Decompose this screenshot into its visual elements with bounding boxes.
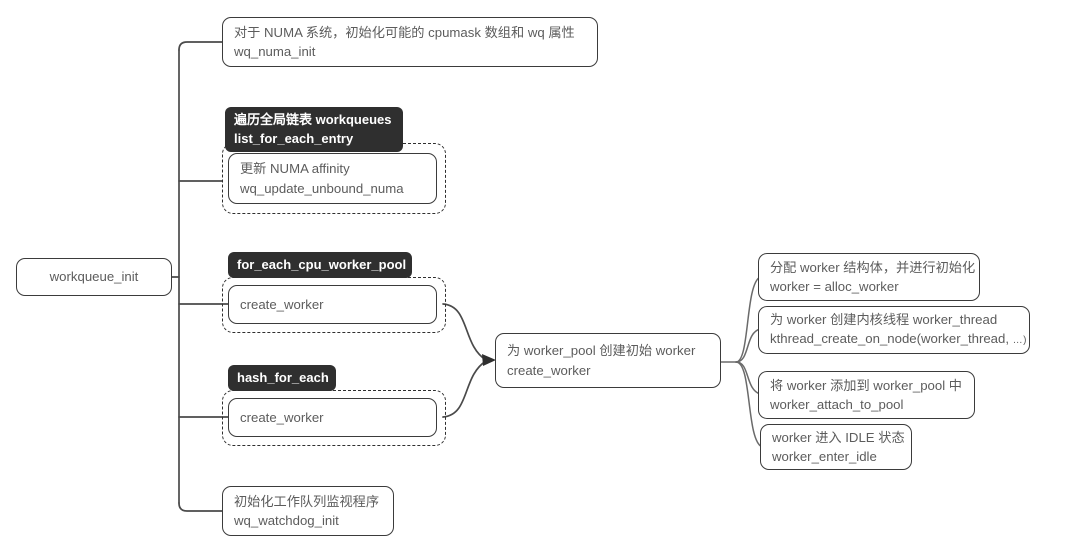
node-wq-numa-init[interactable]: 对于 NUMA 系统，初始化可能的 cpumask 数组和 wq 属性 wq_n… <box>222 17 598 67</box>
label-hash-for-each-line1: hash_for_each <box>237 370 329 385</box>
label-list-for-each-entry[interactable]: 遍历全局链表 workqueues list_for_each_entry <box>225 107 403 152</box>
node-step-kthread-create-ellipsis: …) <box>1012 335 1028 346</box>
arrowhead-center <box>482 354 496 366</box>
node-wq-update-unbound-numa-line1: 更新 NUMA affinity <box>240 161 350 176</box>
node-create-worker-center[interactable]: 为 worker_pool 创建初始 worker create_worker <box>495 333 721 388</box>
label-for-each-cpu-worker-pool-line1: for_each_cpu_worker_pool <box>237 257 407 272</box>
label-hash-for-each[interactable]: hash_for_each <box>228 365 336 391</box>
group-hash-for-each <box>222 390 446 446</box>
link-trunk-to-numa <box>178 41 223 51</box>
node-step-alloc-worker-line2: worker = alloc_worker <box>770 279 899 294</box>
link-trunk-to-watchdog <box>178 502 223 512</box>
node-wq-numa-init-line2: wq_numa_init <box>234 44 316 59</box>
link-center-to-step-2 <box>735 328 761 363</box>
node-workqueue-init-label: workqueue_init <box>49 269 139 285</box>
link-center-to-step-3 <box>735 361 761 395</box>
node-step-kthread-create[interactable]: 为 worker 创建内核线程 worker_thread kthread_cr… <box>758 306 1030 354</box>
node-wq-numa-init-line1: 对于 NUMA 系统，初始化可能的 cpumask 数组和 wq 属性 <box>234 24 575 40</box>
node-create-worker-cpu-pool[interactable]: create_worker <box>228 285 437 324</box>
node-step-enter-idle-line1: worker 进入 IDLE 状态 <box>772 429 905 445</box>
node-wq-watchdog-init-line1: 初始化工作队列监视程序 <box>234 493 380 509</box>
node-step-attach-to-pool[interactable]: 将 worker 添加到 worker_pool 中 worker_attach… <box>758 371 975 419</box>
node-step-alloc-worker-line1: 分配 worker 结构体，并进行初始化 <box>770 259 976 275</box>
node-step-attach-to-pool-line2: worker_attach_to_pool <box>770 397 904 412</box>
node-wq-watchdog-init-line2: wq_watchdog_init <box>234 513 339 528</box>
node-workqueue-init[interactable]: workqueue_init <box>16 258 172 296</box>
node-create-worker-center-line2: create_worker <box>507 362 591 378</box>
link-foreachcpu-to-center <box>442 303 487 361</box>
label-list-for-each-entry-line1: 遍历全局链表 workqueues <box>234 112 392 127</box>
node-step-enter-idle[interactable]: worker 进入 IDLE 状态 worker_enter_idle <box>760 424 912 470</box>
node-create-worker-hash[interactable]: create_worker <box>228 398 437 437</box>
node-step-enter-idle-line2: worker_enter_idle <box>772 449 877 464</box>
node-wq-update-unbound-numa-line2: wq_update_unbound_numa <box>240 180 404 196</box>
node-create-worker-center-line1: 为 worker_pool 创建初始 worker <box>507 343 696 358</box>
label-for-each-cpu-worker-pool[interactable]: for_each_cpu_worker_pool <box>228 252 412 278</box>
node-step-alloc-worker[interactable]: 分配 worker 结构体，并进行初始化 worker = alloc_work… <box>758 253 980 301</box>
node-create-worker-cpu-pool-label: create_worker <box>240 296 324 312</box>
node-step-kthread-create-line2row: kthread_create_on_node(worker_thread, …) <box>770 329 1027 351</box>
label-list-for-each-entry-line2: list_for_each_entry <box>234 131 354 146</box>
link-hashforeach-to-center <box>442 360 487 418</box>
node-step-kthread-create-line2: kthread_create_on_node(worker_thread, <box>770 331 1013 346</box>
node-wq-watchdog-init[interactable]: 初始化工作队列监视程序 wq_watchdog_init <box>222 486 394 536</box>
node-step-kthread-create-line1: 为 worker 创建内核线程 worker_thread <box>770 311 998 327</box>
link-center-to-step-1 <box>735 276 761 363</box>
node-step-attach-to-pool-line1: 将 worker 添加到 worker_pool 中 <box>770 377 962 393</box>
node-create-worker-hash-label: create_worker <box>240 409 324 425</box>
node-wq-update-unbound-numa[interactable]: 更新 NUMA affinity wq_update_unbound_numa <box>228 153 437 204</box>
